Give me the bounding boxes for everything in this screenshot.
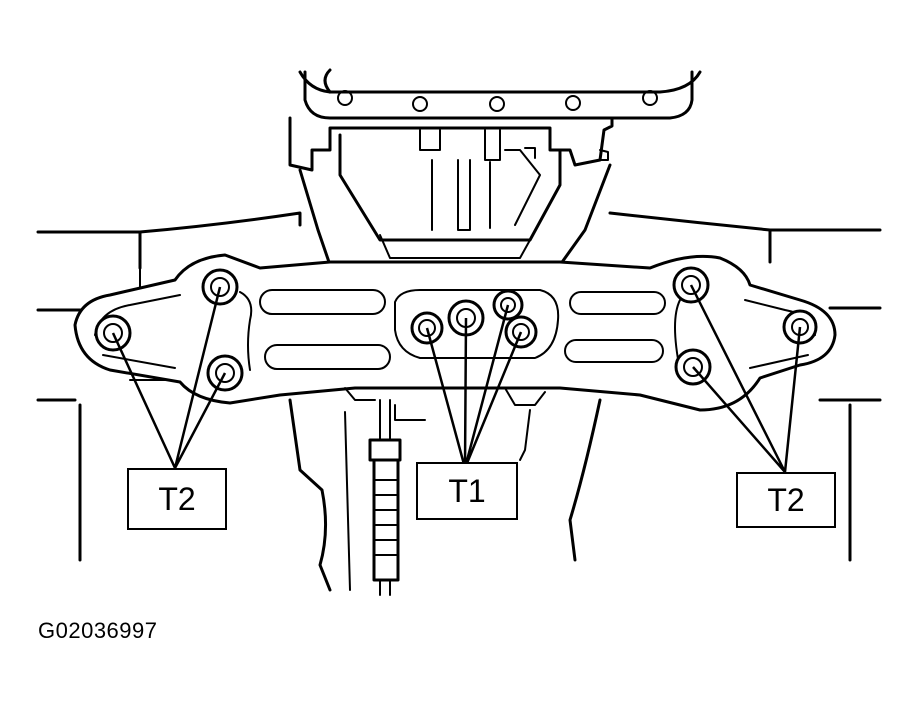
shift-cable [368, 399, 402, 596]
leader-lines [111, 284, 802, 473]
right-frame-rail [608, 211, 882, 562]
figure-id: G02036997 [38, 618, 158, 643]
lower-assembly [288, 398, 602, 592]
callout-t1-center: T1 [416, 462, 518, 520]
transmission-mount [288, 116, 614, 267]
callout-t2-left: T2 [127, 468, 227, 530]
callout-t2-right: T2 [736, 472, 836, 528]
transmission-pan [298, 68, 702, 120]
